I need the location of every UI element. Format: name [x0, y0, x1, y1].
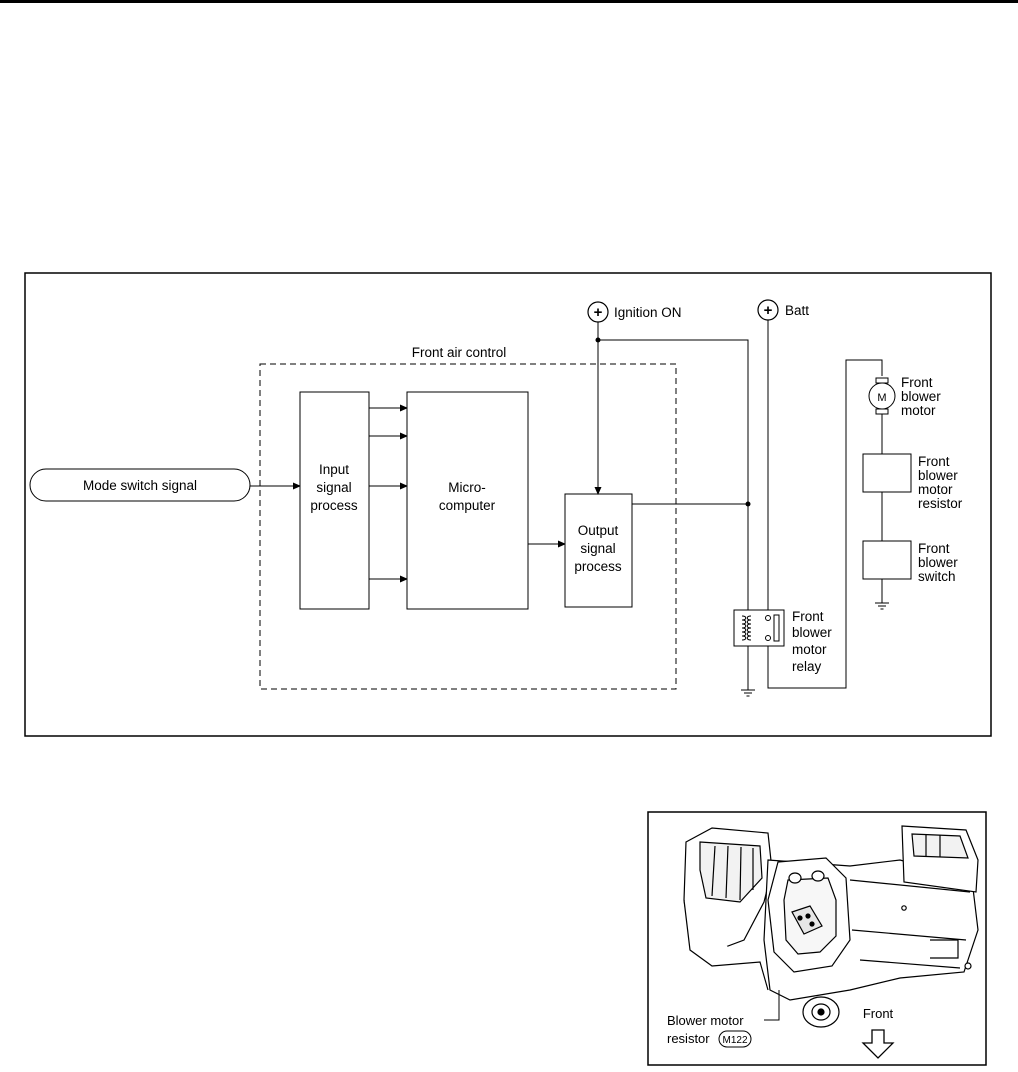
micro-block-line-1: Micro- [448, 480, 486, 495]
front-direction-label: Front [863, 1006, 894, 1021]
output-junction-dot [745, 501, 751, 507]
motor-label-line-3: motor [901, 403, 936, 418]
output-block-line-1: Output [578, 523, 619, 538]
resistor-leader-line [764, 990, 780, 1021]
switch-ground-icon [875, 602, 889, 610]
relay-label-line-1: Front [792, 609, 824, 624]
blower-resistor-box [862, 453, 912, 493]
motor-brush-bottom [875, 408, 889, 415]
relay-coil-icon-2 [746, 615, 752, 641]
input-block-line-1: Input [319, 462, 349, 477]
ignition-on-label: Ignition ON [614, 305, 682, 320]
switch-label-line-1: Front [918, 541, 950, 556]
relay-label-line-4: relay [792, 659, 822, 674]
front-air-control-label: Front air control [412, 345, 507, 360]
diagram-frame [24, 272, 992, 737]
resistor-label-line-1: Front [918, 454, 950, 469]
resistor-label-line-2: blower [918, 468, 958, 483]
microcomputer-block [406, 391, 529, 610]
switch-label-line-3: switch [918, 569, 956, 584]
input-block-line-3: process [310, 498, 358, 513]
mode-switch-signal-label: Mode switch signal [83, 478, 197, 493]
part-label-line-2: resistor [667, 1031, 710, 1046]
blower-switch-box [862, 540, 912, 580]
relay-ground-icon [741, 689, 755, 697]
motor-label-line-2: blower [901, 389, 941, 404]
batt-plus-sign: + [764, 302, 773, 319]
connector-code-badge [718, 1030, 752, 1048]
output-signal-process-block [564, 493, 633, 608]
batt-label: Batt [785, 303, 809, 318]
relay-contact-top [765, 615, 771, 621]
ignition-to-relay-wire [598, 339, 749, 610]
down-arrow-icon [861, 1029, 895, 1059]
ignition-plus-sign: + [594, 304, 603, 321]
input-block-line-2: signal [316, 480, 351, 495]
relay-label-line-3: motor [792, 642, 827, 657]
relay-to-motor-wire [767, 359, 883, 689]
resistor-label-line-3: motor [918, 482, 953, 497]
hvac-unit-illustration [683, 825, 979, 1028]
input-signal-process-block [299, 391, 370, 610]
motor-brush-top [875, 377, 889, 384]
output-block-line-3: process [574, 559, 622, 574]
output-block-line-2: signal [580, 541, 615, 556]
relay-coil-icon [741, 615, 747, 641]
connector-code-label: M122 [722, 1035, 747, 1046]
resistor-label-line-4: resistor [918, 496, 963, 511]
relay-contact-bottom [765, 635, 771, 641]
motor-symbol: M [877, 392, 886, 404]
micro-block-line-2: computer [439, 498, 496, 513]
relay-switch-blade [773, 614, 780, 642]
switch-label-line-2: blower [918, 555, 958, 570]
motor-label-line-1: Front [901, 375, 933, 390]
part-label-line-1: Blower motor [667, 1013, 744, 1028]
page-top-rule [0, 0, 1018, 3]
relay-label-line-2: blower [792, 625, 832, 640]
mode-switch-signal-box [29, 468, 251, 502]
